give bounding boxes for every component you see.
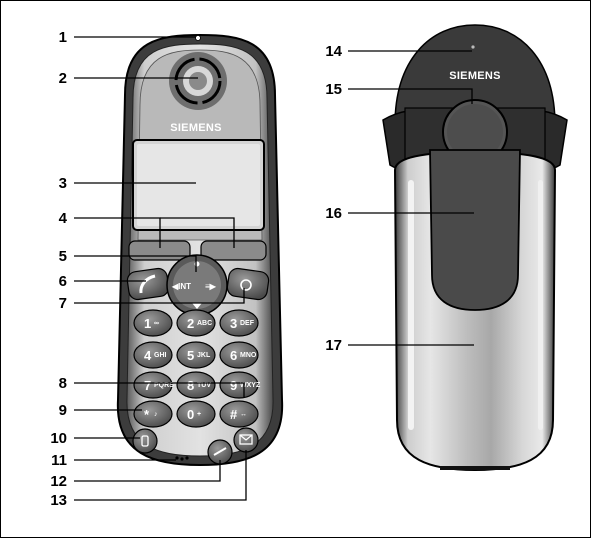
callout-1: 1 — [59, 29, 67, 46]
key-digit: 0 — [187, 407, 194, 422]
callout-16: 16 — [325, 205, 342, 222]
callout-11: 11 — [51, 452, 67, 469]
brand-logo-front: SIEMENS — [170, 122, 222, 134]
microphone — [175, 456, 189, 461]
key-digit: 7 — [144, 378, 151, 393]
callout-7: 7 — [59, 295, 67, 312]
led-indicator — [195, 35, 201, 41]
talk-key[interactable] — [126, 267, 170, 301]
callout-15: 15 — [325, 81, 342, 98]
key-letters: TUV — [197, 382, 211, 389]
loudspeaker-opening — [442, 99, 508, 165]
key-digit: 5 — [187, 348, 194, 363]
callout-14: 14 — [325, 43, 342, 60]
callout-13: 13 — [50, 492, 67, 509]
key-letters: MNO — [240, 352, 257, 359]
key-digit: # — [230, 407, 238, 422]
callout-2: 2 — [59, 70, 67, 87]
key-digit: 4 — [144, 348, 152, 363]
key-digit: * — [144, 407, 150, 422]
key-hash[interactable]: #↔ — [219, 400, 259, 428]
key-digit: 8 — [187, 378, 194, 393]
callout-12: 12 — [50, 473, 67, 490]
key-letters: + — [197, 411, 201, 418]
earpiece — [169, 52, 227, 110]
callout-3: 3 — [59, 175, 67, 192]
callout-17: 17 — [325, 337, 342, 354]
key-digit: 3 — [230, 316, 237, 331]
key-digit: 1 — [144, 316, 151, 331]
key-letters: JKL — [197, 352, 211, 359]
callout-9: 9 — [59, 402, 67, 419]
nav-left-label: ◀INT — [171, 282, 191, 291]
key-letters: GHI — [154, 352, 167, 359]
key-digit: 9 — [230, 378, 237, 393]
key-digit: 6 — [230, 348, 237, 363]
callout-8: 8 — [59, 375, 67, 392]
key-letters: DEF — [240, 320, 255, 327]
key-one[interactable]: 1∞ — [133, 309, 173, 337]
callout-5: 5 — [59, 248, 67, 265]
key-letters: PQRS — [154, 382, 174, 389]
battery-cover-highlight — [408, 180, 414, 430]
key-letters: ABC — [197, 320, 212, 327]
message-key[interactable] — [233, 427, 259, 453]
nav-right-label: ≡▶ — [205, 282, 217, 291]
brand-logo-back: SIEMENS — [449, 70, 501, 82]
menu-key[interactable] — [207, 439, 233, 465]
key-digit: 2 — [187, 316, 194, 331]
key-letters: ↔ — [240, 411, 247, 418]
key-letters: ♪ — [154, 411, 158, 418]
control-key[interactable]: ◀INT ≡▶ — [166, 254, 228, 316]
callout-6: 6 — [59, 273, 67, 290]
recall-key[interactable] — [132, 428, 158, 454]
key-star[interactable]: *♪ — [133, 400, 173, 428]
key-letters: WXYZ — [240, 382, 261, 389]
key-letters: ∞ — [154, 320, 159, 327]
belt-clip — [429, 149, 521, 311]
callout-10: 10 — [50, 430, 67, 447]
callouts: 1 2 3 4 5 6 7 8 9 10 11 12 13 14 15 16 1… — [50, 29, 474, 509]
end-key[interactable] — [226, 267, 270, 301]
key-zero[interactable]: 0+ — [176, 400, 216, 428]
callout-4: 4 — [59, 210, 68, 227]
handset-back: SIEMENS — [382, 24, 568, 472]
